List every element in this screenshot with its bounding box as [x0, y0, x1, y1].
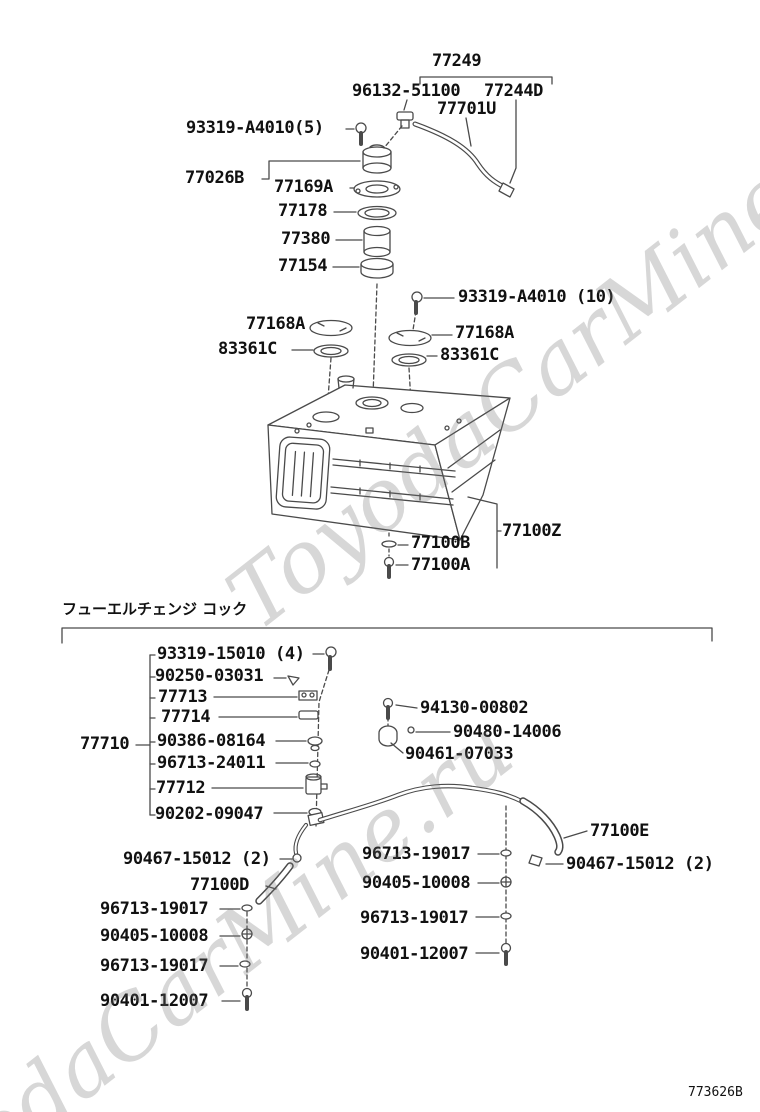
- part-label-90202-09047: 90202-09047: [155, 804, 264, 824]
- part-label-90467-15012-right: 90467-15012 (2): [566, 854, 714, 874]
- part-label-77100b: 77100B: [411, 533, 471, 553]
- part-label-77713: 77713: [158, 687, 208, 707]
- left-fitting-column: [219, 904, 253, 1011]
- part-label-96713-19017-left-2: 96713-19017: [100, 956, 209, 976]
- part-label-77249: 77249: [432, 51, 482, 71]
- fuel-tank: [267, 375, 511, 541]
- part-label-90401-12007-left: 90401-12007: [100, 991, 209, 1011]
- part-label-94130-00802: 94130-00802: [420, 698, 529, 718]
- part-label-83361c-left: 83361C: [218, 339, 278, 359]
- part-label-96713-24011: 96713-24011: [157, 753, 266, 773]
- part-label-90405-10008-mid: 90405-10008: [362, 873, 471, 893]
- part-label-96713-19017-mid-2: 96713-19017: [360, 908, 469, 928]
- part-label-93319-a4010-5: 93319-A4010(5): [186, 118, 324, 138]
- section-heading-fuel-change-cock: フューエルチェンジ コック: [62, 600, 248, 618]
- part-label-90461-07033: 90461-07033: [405, 744, 514, 764]
- section-rule: [61, 627, 713, 644]
- breather-valve: [345, 99, 414, 149]
- part-label-77701u: 77701U: [437, 99, 497, 119]
- fuel-cock-assembly: [211, 646, 337, 827]
- part-label-93319-a4010-10: 93319-A4010 (10): [458, 287, 616, 307]
- right-fitting-column: [475, 805, 512, 966]
- part-label-77380: 77380: [281, 229, 331, 249]
- part-label-90467-15012-left: 90467-15012 (2): [123, 849, 271, 869]
- drain-plug: [381, 496, 502, 579]
- part-label-90401-12007-mid: 90401-12007: [360, 944, 469, 964]
- breather-hose: [412, 99, 517, 198]
- label-bracket-77249: [419, 76, 553, 85]
- part-label-83361c-right: 83361C: [440, 345, 500, 365]
- part-label-77100a: 77100A: [411, 555, 471, 575]
- pipe-clamp-parts: [378, 697, 451, 754]
- label-bracket-77710: [135, 654, 156, 816]
- fuel-pipe: [255, 783, 588, 905]
- part-label-77178: 77178: [278, 201, 328, 221]
- tank-plate-bolt: [411, 291, 455, 331]
- tank-plates: [291, 319, 453, 413]
- diagram-code: 773626B: [688, 1085, 743, 1100]
- part-label-90405-10008-left: 90405-10008: [100, 926, 209, 946]
- part-label-77168a-right: 77168A: [455, 323, 515, 343]
- filler-cap-assembly: [261, 144, 401, 397]
- part-label-90480-14006: 90480-14006: [453, 722, 562, 742]
- part-label-77026b: 77026B: [185, 168, 245, 188]
- part-label-77712: 77712: [156, 778, 206, 798]
- part-label-90386-08164: 90386-08164: [157, 731, 266, 751]
- part-label-96132-51100: 96132-51100: [352, 81, 461, 101]
- part-label-93319-15010-4: 93319-15010 (4): [157, 644, 305, 664]
- part-label-77244d: 77244D: [484, 81, 544, 101]
- part-label-77154: 77154: [278, 256, 328, 276]
- part-label-77714: 77714: [161, 707, 211, 727]
- part-label-77169a: 77169A: [274, 177, 334, 197]
- part-label-77100z: 77100Z: [502, 521, 562, 541]
- part-label-77710: 77710: [80, 734, 130, 754]
- part-label-90250-03031: 90250-03031: [155, 666, 264, 686]
- part-label-77100d: 77100D: [190, 875, 250, 895]
- part-label-77168a-left: 77168A: [246, 314, 306, 334]
- part-label-96713-19017-left-1: 96713-19017: [100, 899, 209, 919]
- part-label-77100e: 77100E: [590, 821, 650, 841]
- part-label-96713-19017-mid-1: 96713-19017: [362, 844, 471, 864]
